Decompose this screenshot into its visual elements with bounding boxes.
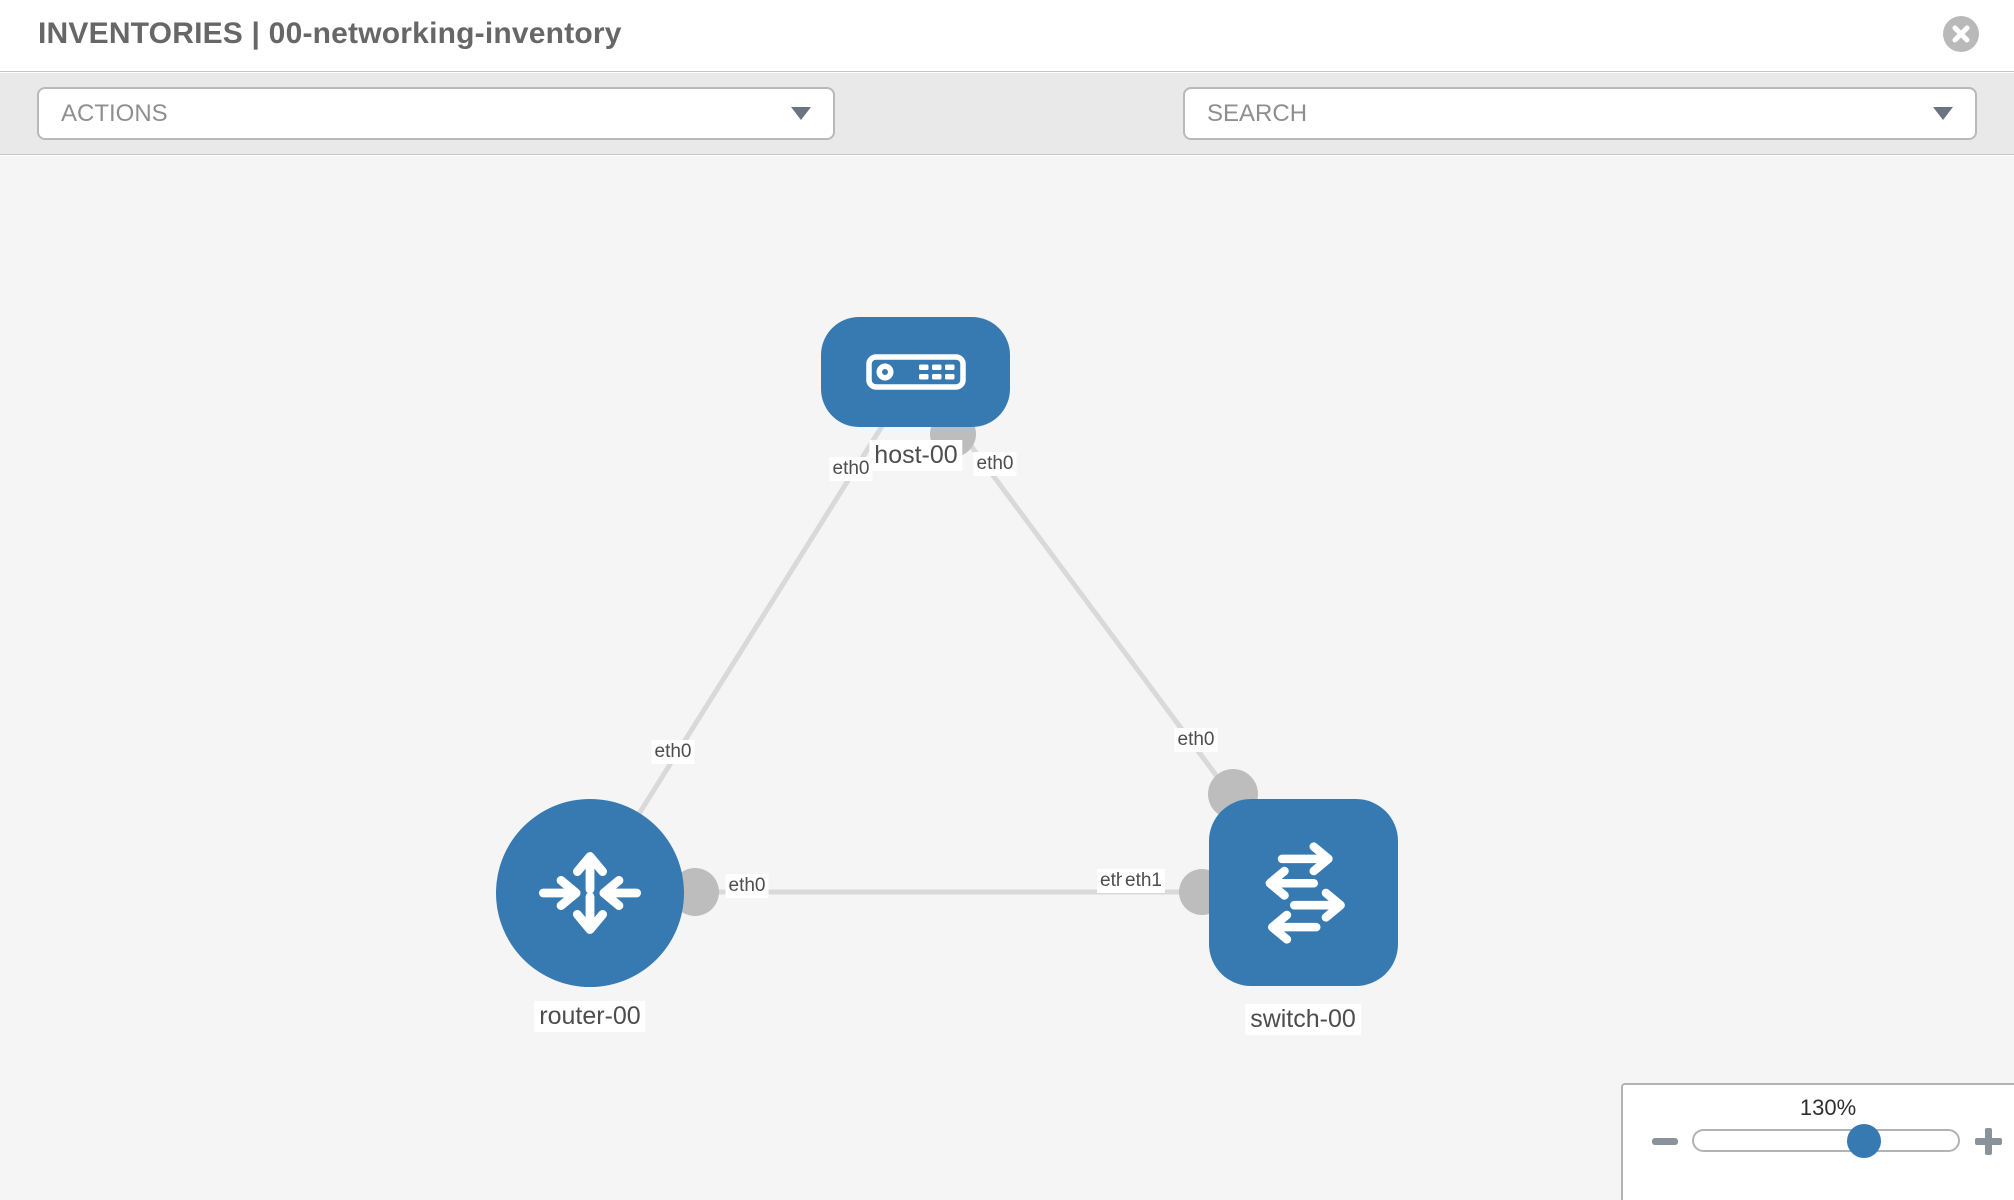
search-dropdown[interactable]: SEARCH xyxy=(1183,87,1977,140)
node-label-router: router-00 xyxy=(534,1001,646,1032)
host-icon xyxy=(865,354,966,390)
links-layer xyxy=(587,370,1306,916)
interface-label-host-left: eth0 xyxy=(829,457,873,481)
actions-dropdown-label: ACTIONS xyxy=(61,99,168,127)
page-title: INVENTORIES | 00-networking-inventory xyxy=(38,17,622,50)
zoom-slider-thumb[interactable] xyxy=(1847,1124,1881,1158)
close-button[interactable] xyxy=(1943,16,1979,52)
switch-icon xyxy=(1265,841,1345,944)
interface-label-switch-router-eth1: eth1 xyxy=(1122,869,1165,893)
zoom-in-button[interactable] xyxy=(1975,1128,2002,1155)
zoom-control-panel: 130% xyxy=(1621,1083,2014,1200)
topology-canvas[interactable]: host-00 router-00 switch-00 eth0 eth0 et… xyxy=(0,156,2014,1200)
chevron-down-icon xyxy=(1933,107,1953,120)
node-switch-00[interactable] xyxy=(1209,799,1398,986)
interface-label-router-host: eth0 xyxy=(651,740,695,764)
interface-label-router-switch: eth0 xyxy=(725,874,769,898)
toolbar: ACTIONS SEARCH xyxy=(0,73,2014,204)
zoom-out-button[interactable] xyxy=(1652,1138,1678,1145)
zoom-slider-track[interactable] xyxy=(1692,1129,1960,1152)
zoom-level: 130% xyxy=(1799,1095,1857,1120)
close-icon xyxy=(1952,25,1970,43)
router-icon xyxy=(538,852,642,934)
node-router-00[interactable] xyxy=(496,799,684,987)
node-label-switch: switch-00 xyxy=(1245,1004,1361,1035)
header: INVENTORIES | 00-networking-inventory xyxy=(0,0,2014,72)
search-dropdown-label: SEARCH xyxy=(1207,99,1308,127)
chevron-down-icon xyxy=(791,107,811,120)
interface-label-host-right: eth0 xyxy=(973,452,1017,476)
node-label-host: host-00 xyxy=(869,440,963,471)
interface-label-switch-host: eth0 xyxy=(1174,728,1218,752)
actions-dropdown[interactable]: ACTIONS xyxy=(37,87,835,140)
node-host-00[interactable] xyxy=(821,317,1010,427)
